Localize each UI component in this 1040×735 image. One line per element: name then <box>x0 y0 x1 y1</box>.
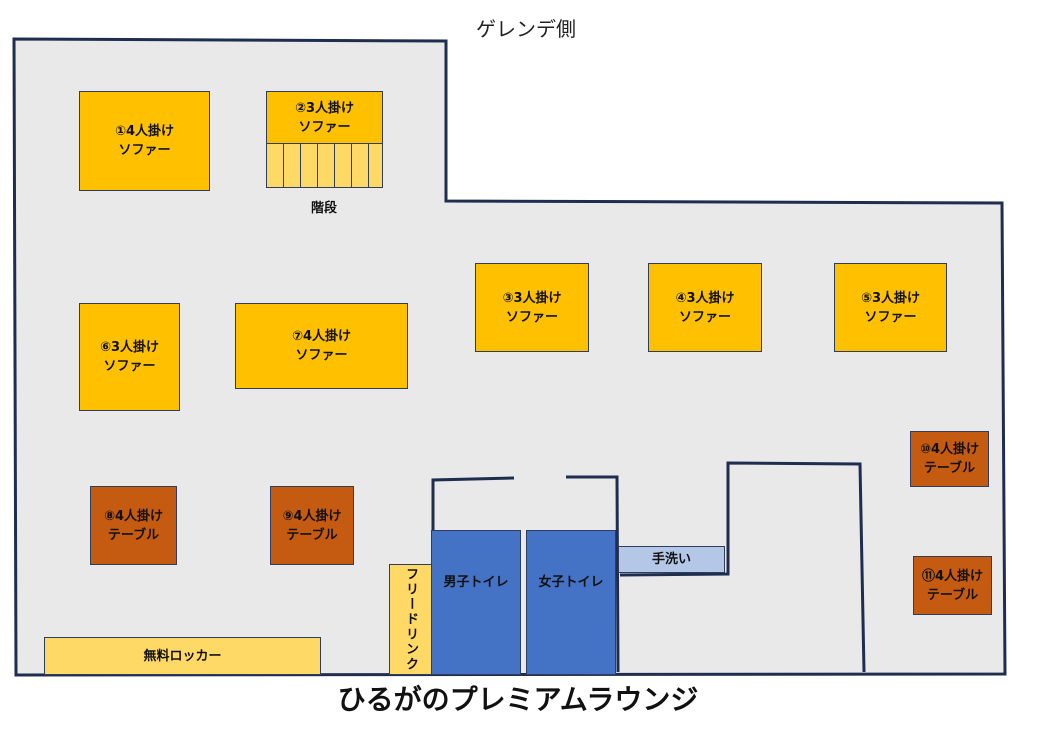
hand-wash: 手洗い <box>618 546 725 573</box>
wall-womens-entry <box>566 475 620 673</box>
seat-2-sofa: ②3人掛け ソファー <box>266 91 383 144</box>
mens-toilet: 男子トイレ <box>431 530 521 675</box>
floor-outline <box>12 37 1007 677</box>
stairs <box>266 143 383 188</box>
seat-3-sofa: ③3人掛け ソファー <box>475 263 589 352</box>
wall-back-room <box>619 461 866 673</box>
free-locker: 無料ロッカー <box>44 637 321 675</box>
seat-6-sofa: ⑥3人掛け ソファー <box>79 303 180 411</box>
seat-5-sofa: ⑤3人掛け ソファー <box>834 263 947 352</box>
side-label: ゲレンデ側 <box>476 17 576 41</box>
seat-11-table: ⑪4人掛け テーブル <box>913 556 992 615</box>
free-drink: フリードリンク <box>389 564 432 675</box>
womens-toilet: 女子トイレ <box>526 530 616 675</box>
wall-mens-entry <box>431 476 515 530</box>
page-title: ひるがのプレミアムラウンジ <box>337 683 699 716</box>
seat-8-table: ⑧4人掛け テーブル <box>90 486 177 565</box>
seat-4-sofa: ④3人掛け ソファー <box>648 263 762 352</box>
seat-7-sofa: ⑦4人掛け ソファー <box>235 303 408 389</box>
seat-10-table: ⑩4人掛け テーブル <box>910 431 989 487</box>
seat-1-sofa: ①4人掛け ソファー <box>79 91 210 191</box>
seat-9-table: ⑨4人掛け テーブル <box>270 486 354 565</box>
stairs-label: 階段 <box>311 201 338 216</box>
